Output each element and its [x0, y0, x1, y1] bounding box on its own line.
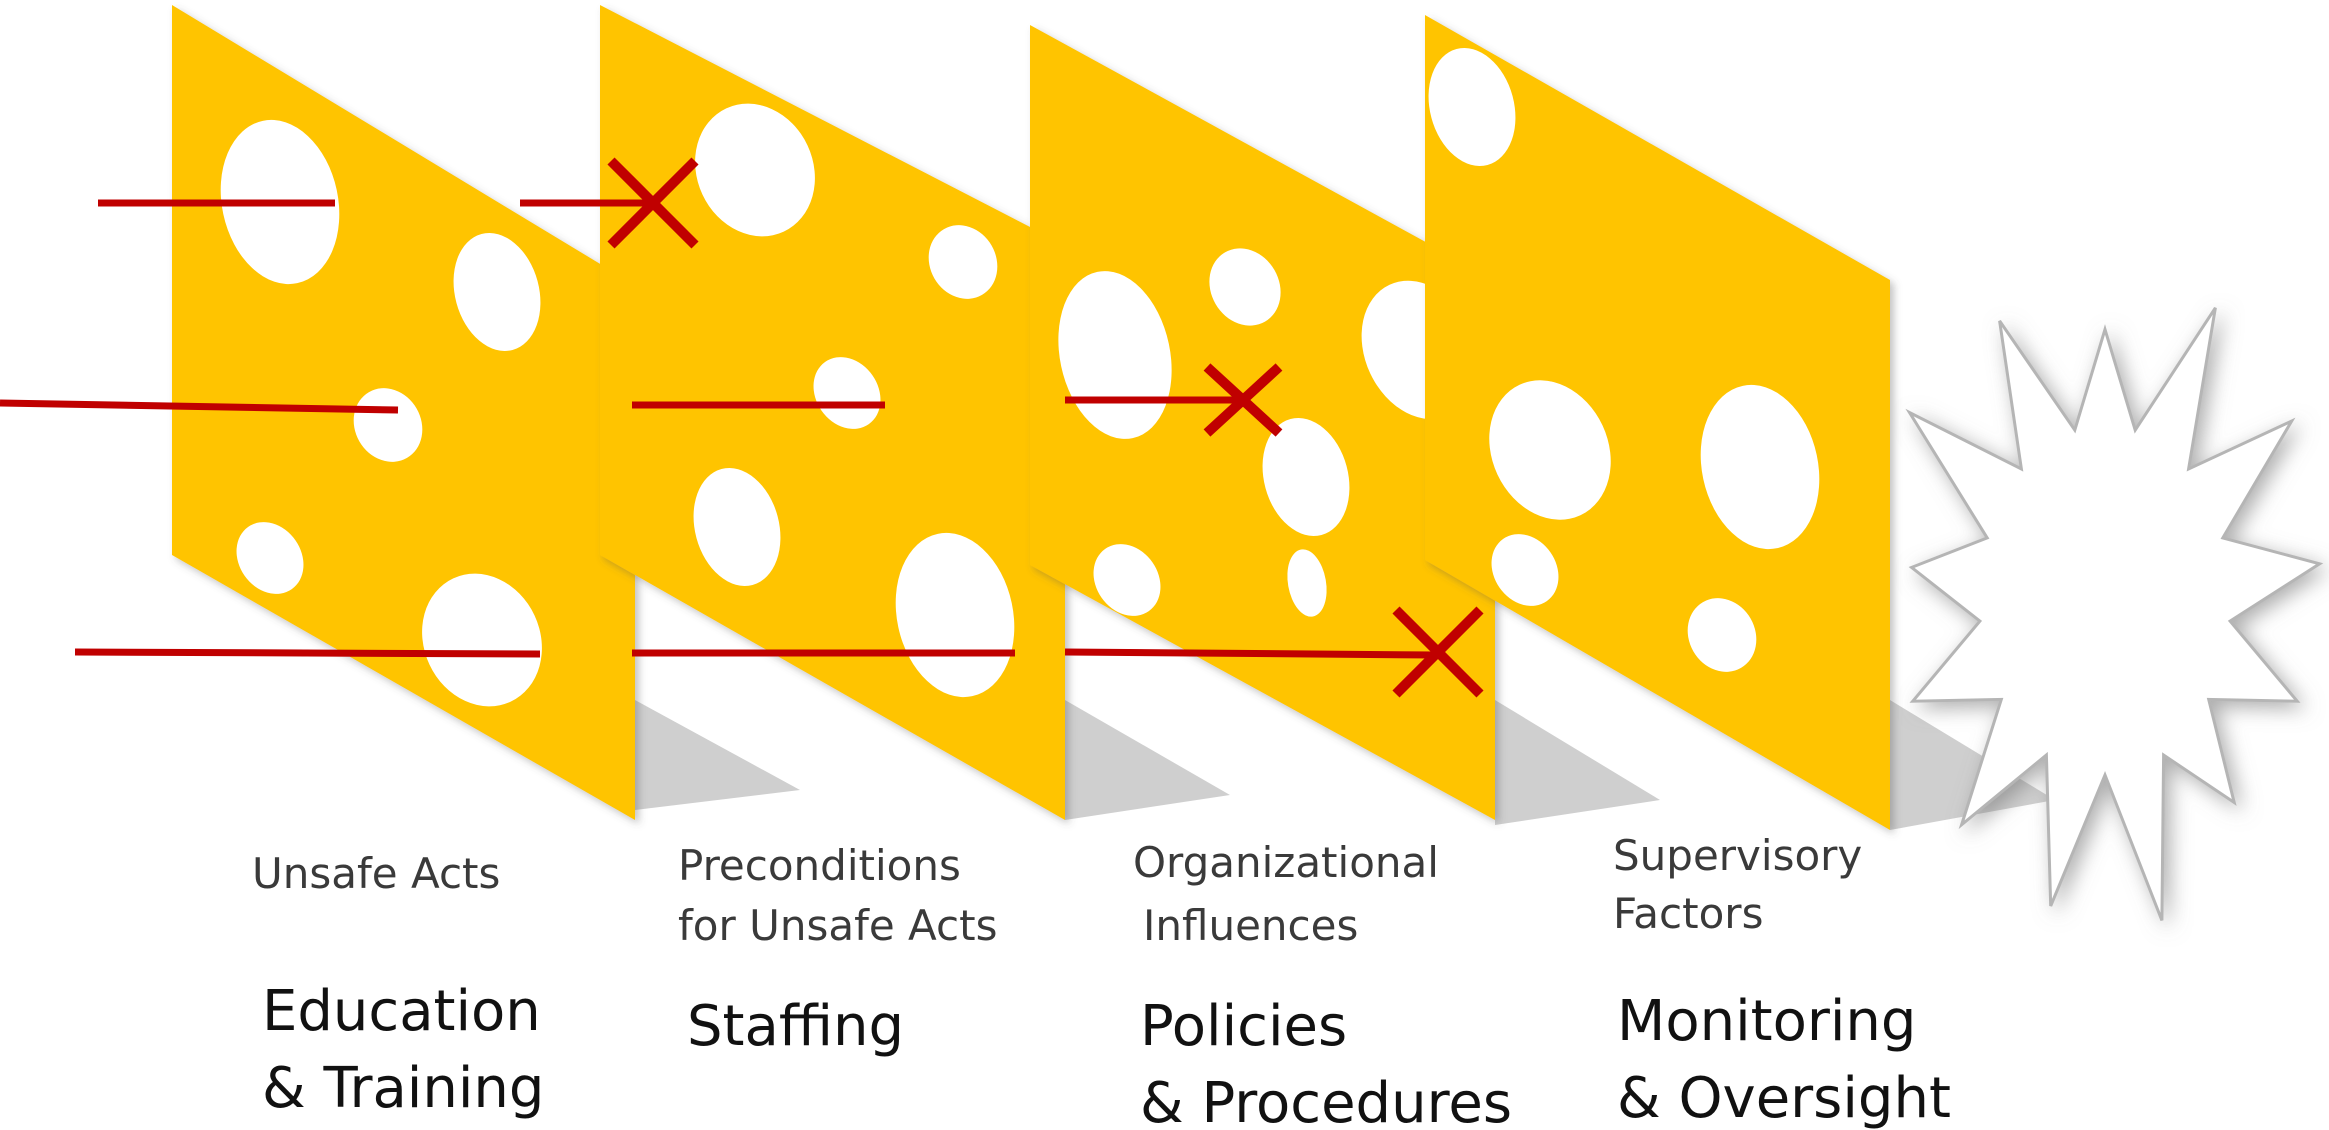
layer-category-label: Factors: [1613, 889, 1763, 938]
red-x-icon: [1392, 606, 1484, 698]
layer-control-label: Monitoring: [1617, 989, 1916, 1054]
slice-1-hole: [422, 573, 542, 707]
layer-4-labels: Supervisory Factors Monitoring & Oversig…: [1613, 831, 1951, 1130]
slice-1-hole: [236, 522, 304, 594]
explosion-starburst-icon: [1905, 306, 2324, 921]
trajectory-line: [1064, 648, 1436, 659]
layer-category-label: Supervisory: [1613, 831, 1862, 880]
blocked-markers: [607, 157, 1484, 698]
slice-4-shadow: [1890, 700, 2055, 830]
layer-labels: Unsafe Acts Education & Training Precond…: [252, 831, 1951, 1130]
trajectory-line: [74, 648, 541, 658]
layer-control-label: & Oversight: [1617, 1066, 1951, 1130]
slice-4-body: [1425, 15, 1890, 830]
layer-control-label: Policies: [1140, 994, 1347, 1059]
red-x-icon: [1203, 363, 1283, 437]
layer-control-label: Staffing: [687, 994, 904, 1059]
slice-4-hole: [1428, 48, 1516, 166]
layer-category-label: Unsafe Acts: [252, 849, 500, 898]
slice-4-hole: [1491, 534, 1559, 606]
cheese-slice-4: [1425, 15, 1890, 830]
layer-control-label: & Procedures: [1140, 1071, 1512, 1130]
slice-2-shadow: [1065, 700, 1230, 820]
cheese-slice-2: [600, 5, 1065, 820]
slice-3-shadow: [1495, 700, 1660, 825]
slice-4-hole: [1700, 384, 1820, 550]
slice-shadows: [635, 700, 2055, 830]
layer-category-label: for Unsafe Acts: [678, 901, 998, 950]
hazard-trajectories: [0, 199, 1436, 659]
layer-1-labels: Unsafe Acts Education & Training: [252, 849, 544, 1121]
layer-control-label: & Training: [262, 1056, 544, 1121]
slice-1-shadow: [635, 700, 800, 810]
slice-3-hole: [1093, 544, 1161, 616]
layer-2-labels: Preconditions for Unsafe Acts Staffing: [678, 841, 998, 1059]
slice-2-hole: [928, 225, 998, 299]
red-x-icon: [607, 157, 699, 249]
layer-category-label: Influences: [1143, 901, 1358, 950]
slice-2-hole: [693, 468, 781, 586]
slice-3-hole: [1209, 248, 1281, 326]
slice-3-hole: [1262, 418, 1350, 536]
slice-4-hole: [1687, 598, 1757, 672]
layer-control-label: Education: [262, 979, 541, 1044]
slice-2-hole: [813, 357, 881, 429]
trajectory-line: [0, 399, 399, 414]
slice-3-hole: [1287, 549, 1327, 617]
slice-4-hole: [1489, 380, 1611, 520]
layer-3-labels: Organizational Influences Policies & Pro…: [1133, 838, 1512, 1130]
slice-1-hole: [453, 233, 541, 351]
layer-category-label: Organizational: [1133, 838, 1439, 887]
slice-2-hole: [695, 103, 815, 237]
layer-category-label: Preconditions: [678, 841, 961, 890]
starburst-shape: [1905, 306, 2324, 921]
cheese-slice-1: [172, 5, 635, 820]
